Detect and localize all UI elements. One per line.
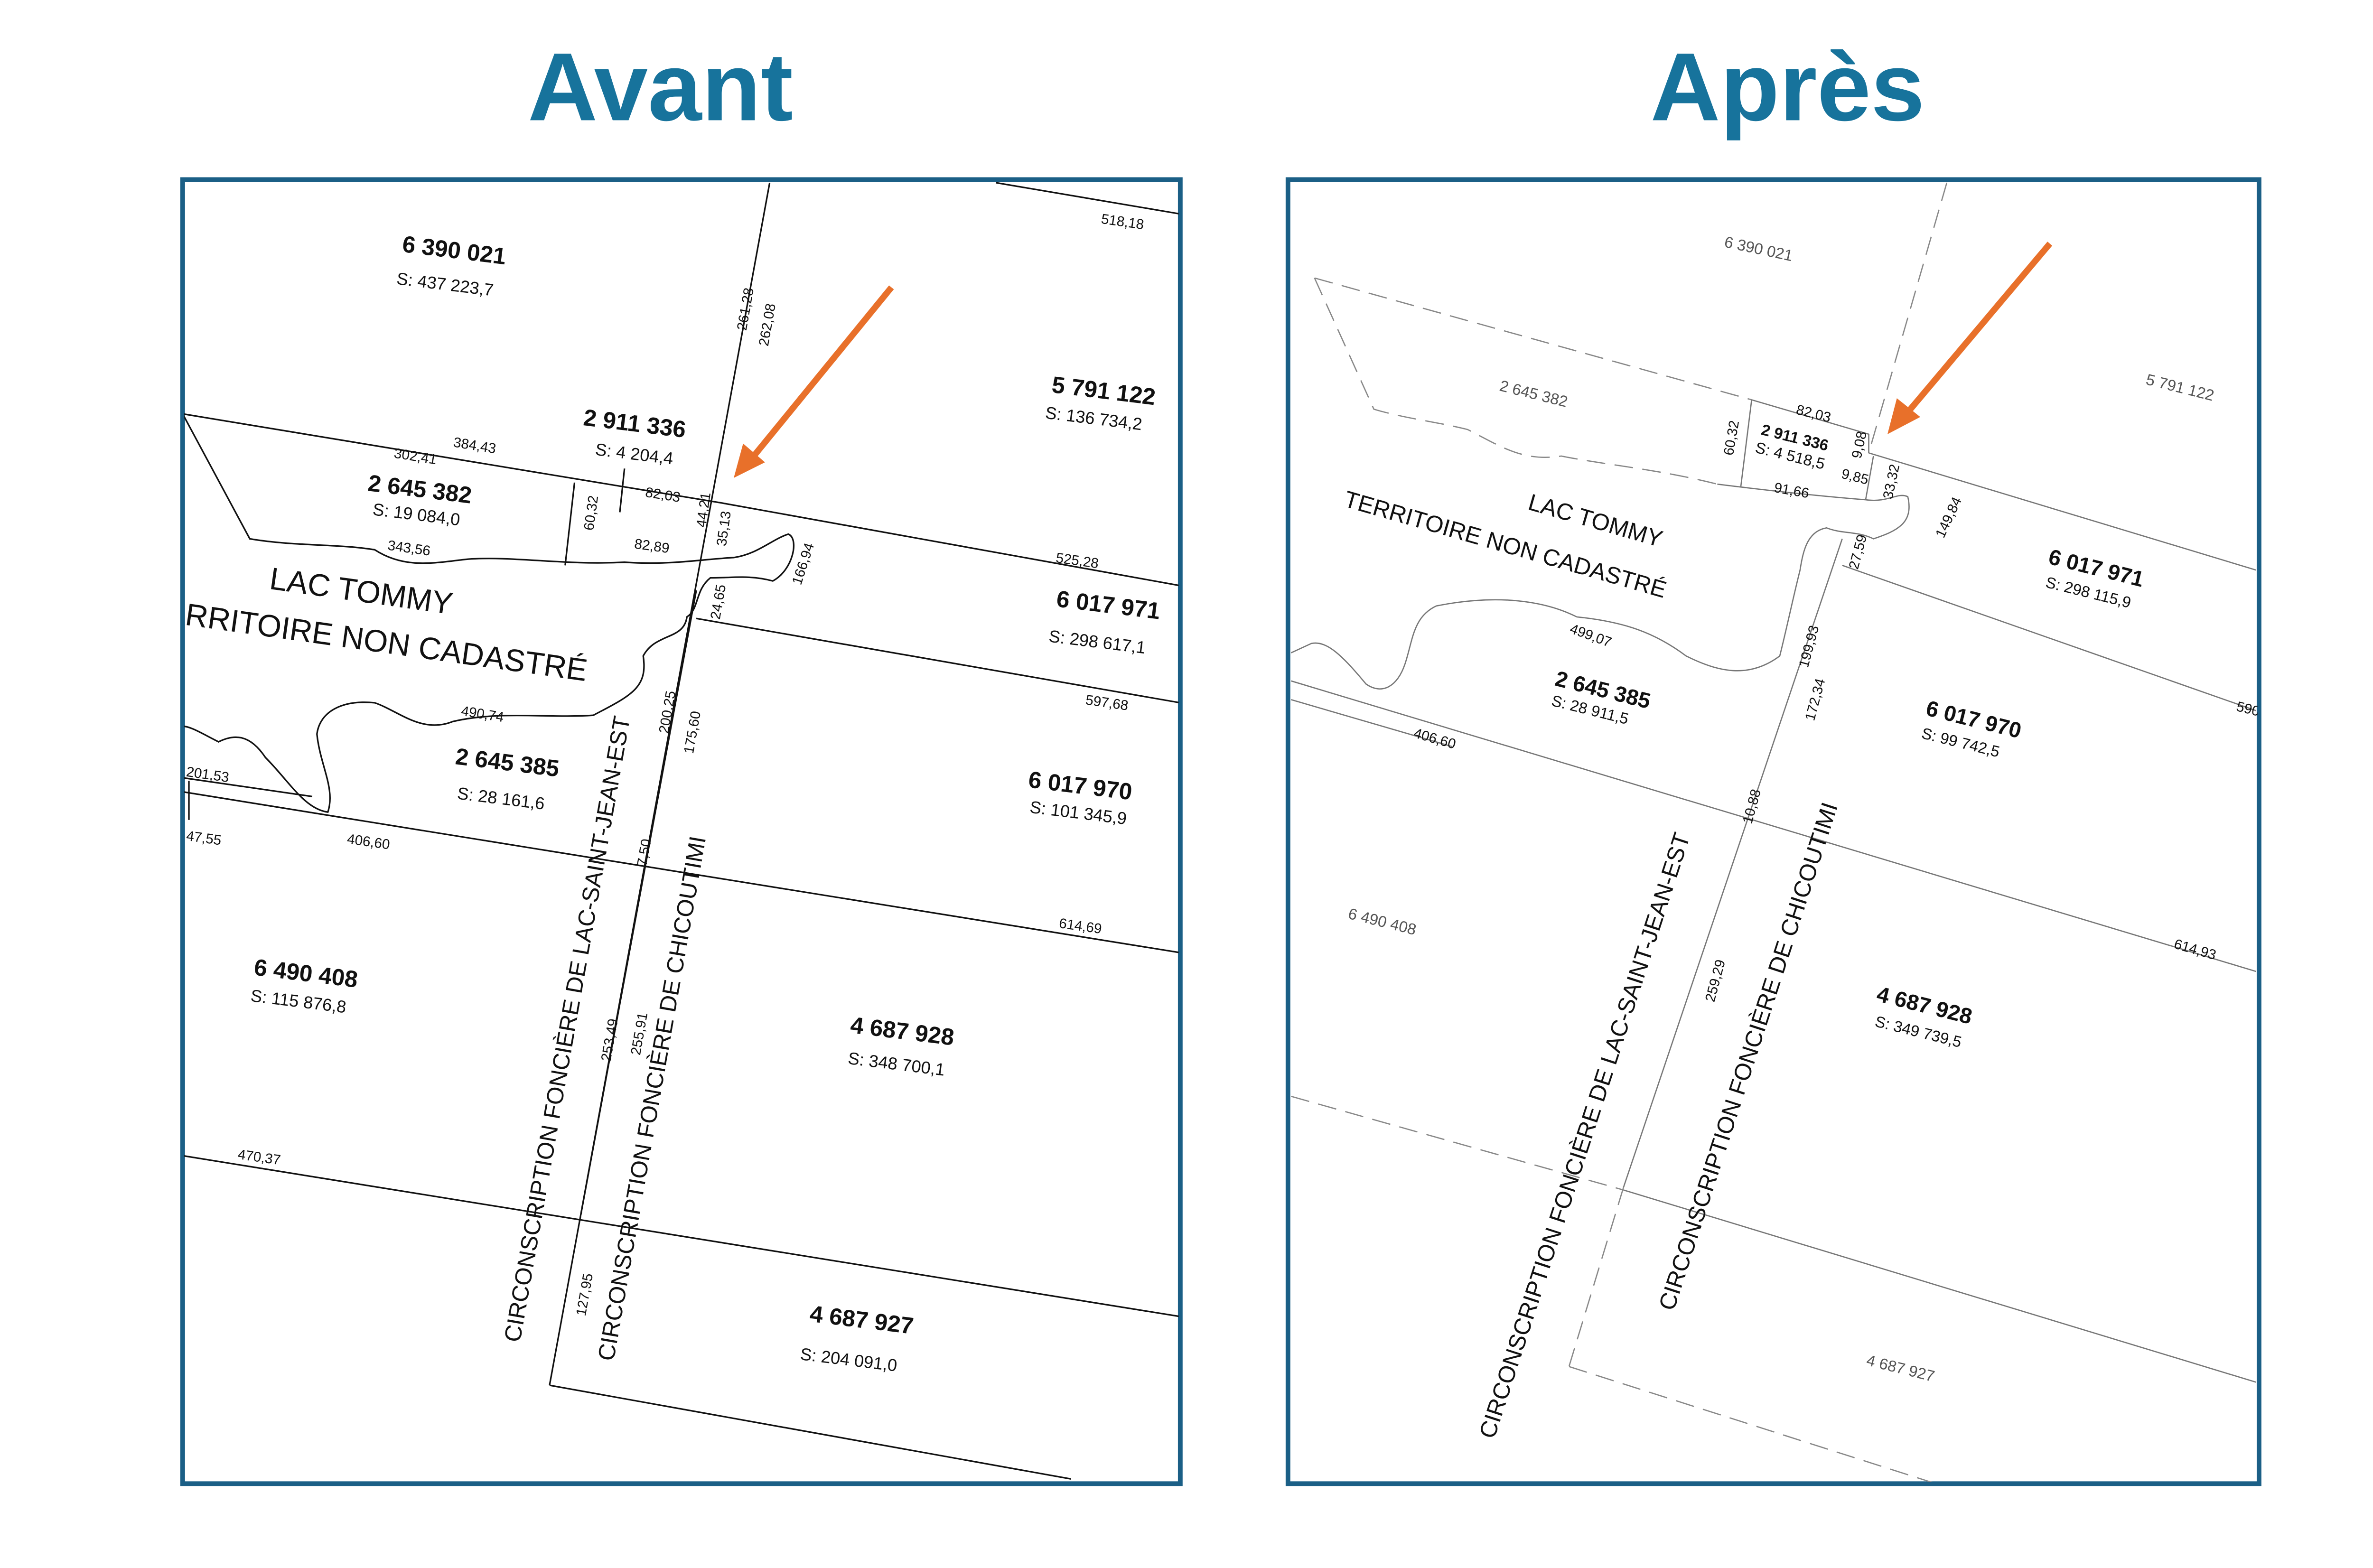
apres-map-panel: 6 390 021 2 645 382 5 791 122 6 490 408 … — [1285, 177, 2261, 1486]
lot-line — [1865, 456, 1874, 500]
highlight-arrow — [1905, 242, 2053, 415]
former-lot-line — [1569, 1366, 1933, 1483]
lot-line — [1291, 680, 2256, 972]
lot-line — [1291, 699, 1452, 747]
lot-line — [1751, 399, 1869, 435]
lot-line — [184, 791, 1179, 953]
lot-line — [580, 590, 697, 1215]
lot-line — [619, 468, 626, 513]
lot-line — [696, 617, 1179, 703]
avant-map-panel: 518,18 261,28 262,08 384,43 302,41 82,03… — [180, 177, 1183, 1486]
lot-line — [564, 482, 576, 566]
former-lot-line — [1868, 182, 1948, 453]
lot-line — [1740, 400, 1753, 487]
lot-line — [184, 1155, 1179, 1317]
lot-line — [721, 502, 1179, 587]
lot-line — [549, 1384, 1071, 1480]
lot-line — [1623, 538, 1843, 1187]
avant-frame — [180, 177, 1183, 1486]
highlight-arrow-head — [1887, 398, 1921, 434]
apres-title: Après — [1650, 33, 1925, 141]
lot-line — [184, 413, 722, 504]
lot-line — [1842, 565, 2256, 711]
lake-shoreline — [1290, 483, 1910, 690]
former-lake-shoreline — [1314, 278, 1718, 485]
former-lot-line — [1568, 1186, 1625, 1367]
apres-frame — [1285, 177, 2261, 1486]
lot-line — [996, 182, 1179, 215]
lot-line — [1623, 1189, 2256, 1383]
lot-line — [1869, 452, 2256, 571]
highlight-arrow — [750, 285, 894, 460]
former-lot-line — [1291, 1095, 1624, 1191]
former-lot-line — [1314, 277, 1752, 401]
avant-title: Avant — [528, 33, 793, 141]
lake-shoreline — [184, 415, 795, 813]
lot-line — [184, 777, 313, 797]
highlight-arrow-head — [734, 443, 765, 478]
